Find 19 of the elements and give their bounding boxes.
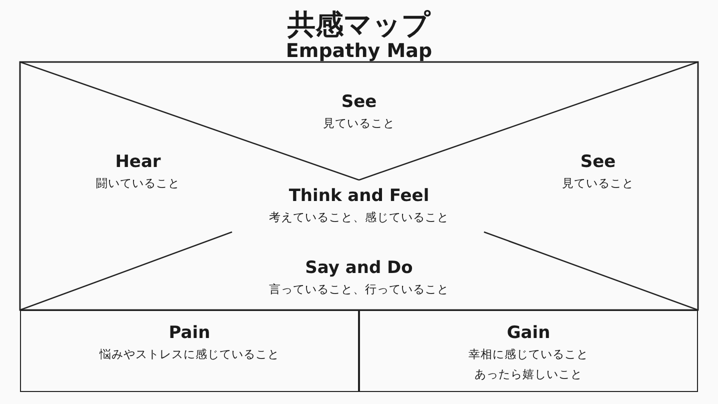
title: 共感マップ: [288, 8, 430, 41]
section-heading: See: [580, 152, 616, 172]
section-description: 見ていること: [323, 115, 395, 132]
section-description: 悩みやストレスに感じていること: [100, 346, 280, 363]
section-description: 見ていること: [562, 175, 634, 192]
section-box: [359, 310, 698, 392]
section-description: 幸相に感じていること: [468, 346, 588, 363]
section-heading: Think and Feel: [288, 186, 430, 206]
section-description: 考えていること、感じていること: [269, 209, 449, 226]
section-description: 闘いていること: [96, 175, 180, 192]
section-box: [20, 310, 359, 392]
section-heading: Gain: [506, 323, 550, 343]
section-heading: Pain: [168, 323, 210, 343]
section-heading: Hear: [115, 152, 161, 172]
section-description: あったら嬉しいこと: [474, 366, 582, 383]
section-heading: See: [341, 92, 377, 112]
section-description: 言っていること、行っていること: [269, 281, 449, 298]
subtitle: Empathy Map: [286, 40, 432, 62]
section-heading: Say and Do: [305, 258, 413, 278]
